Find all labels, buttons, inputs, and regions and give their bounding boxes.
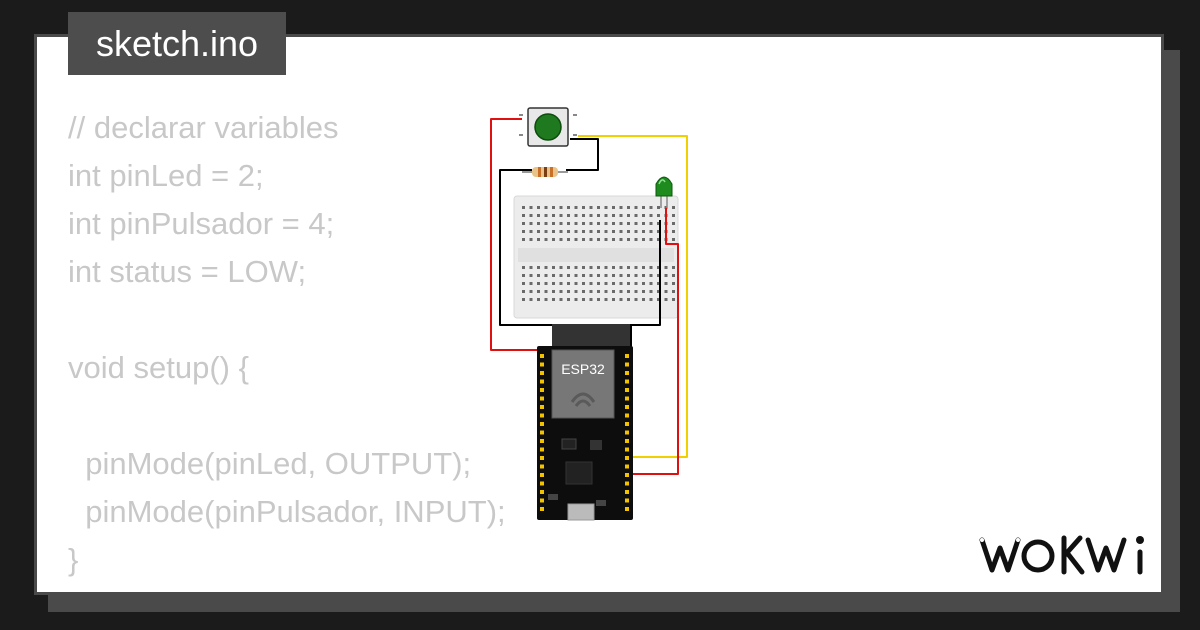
esp32-board: ESP32 [537, 324, 633, 521]
code-line: void setup() { [68, 350, 249, 385]
pushbutton[interactable] [519, 107, 577, 147]
circuit-diagram: ESP32 [490, 107, 688, 521]
code-line: int status = LOW; [68, 254, 307, 289]
code-line: // declarar variables [68, 110, 339, 145]
code-line: } [68, 542, 79, 577]
led [655, 176, 673, 208]
code-line: pinMode(pinLed, OUTPUT); [68, 446, 472, 481]
code-line [68, 392, 506, 440]
esp32-label: ESP32 [561, 361, 605, 377]
resistor [522, 167, 568, 177]
wokwi-logo [979, 535, 1144, 575]
code-snippet: // declarar variables int pinLed = 2; int … [68, 104, 506, 584]
breadboard [513, 195, 679, 319]
code-line [68, 296, 506, 344]
code-line: int pinPulsador = 4; [68, 206, 335, 241]
code-line: int pinLed = 2; [68, 158, 264, 193]
filename-tab: sketch.ino [68, 12, 286, 75]
code-line: pinMode(pinPulsador, INPUT); [68, 494, 506, 529]
